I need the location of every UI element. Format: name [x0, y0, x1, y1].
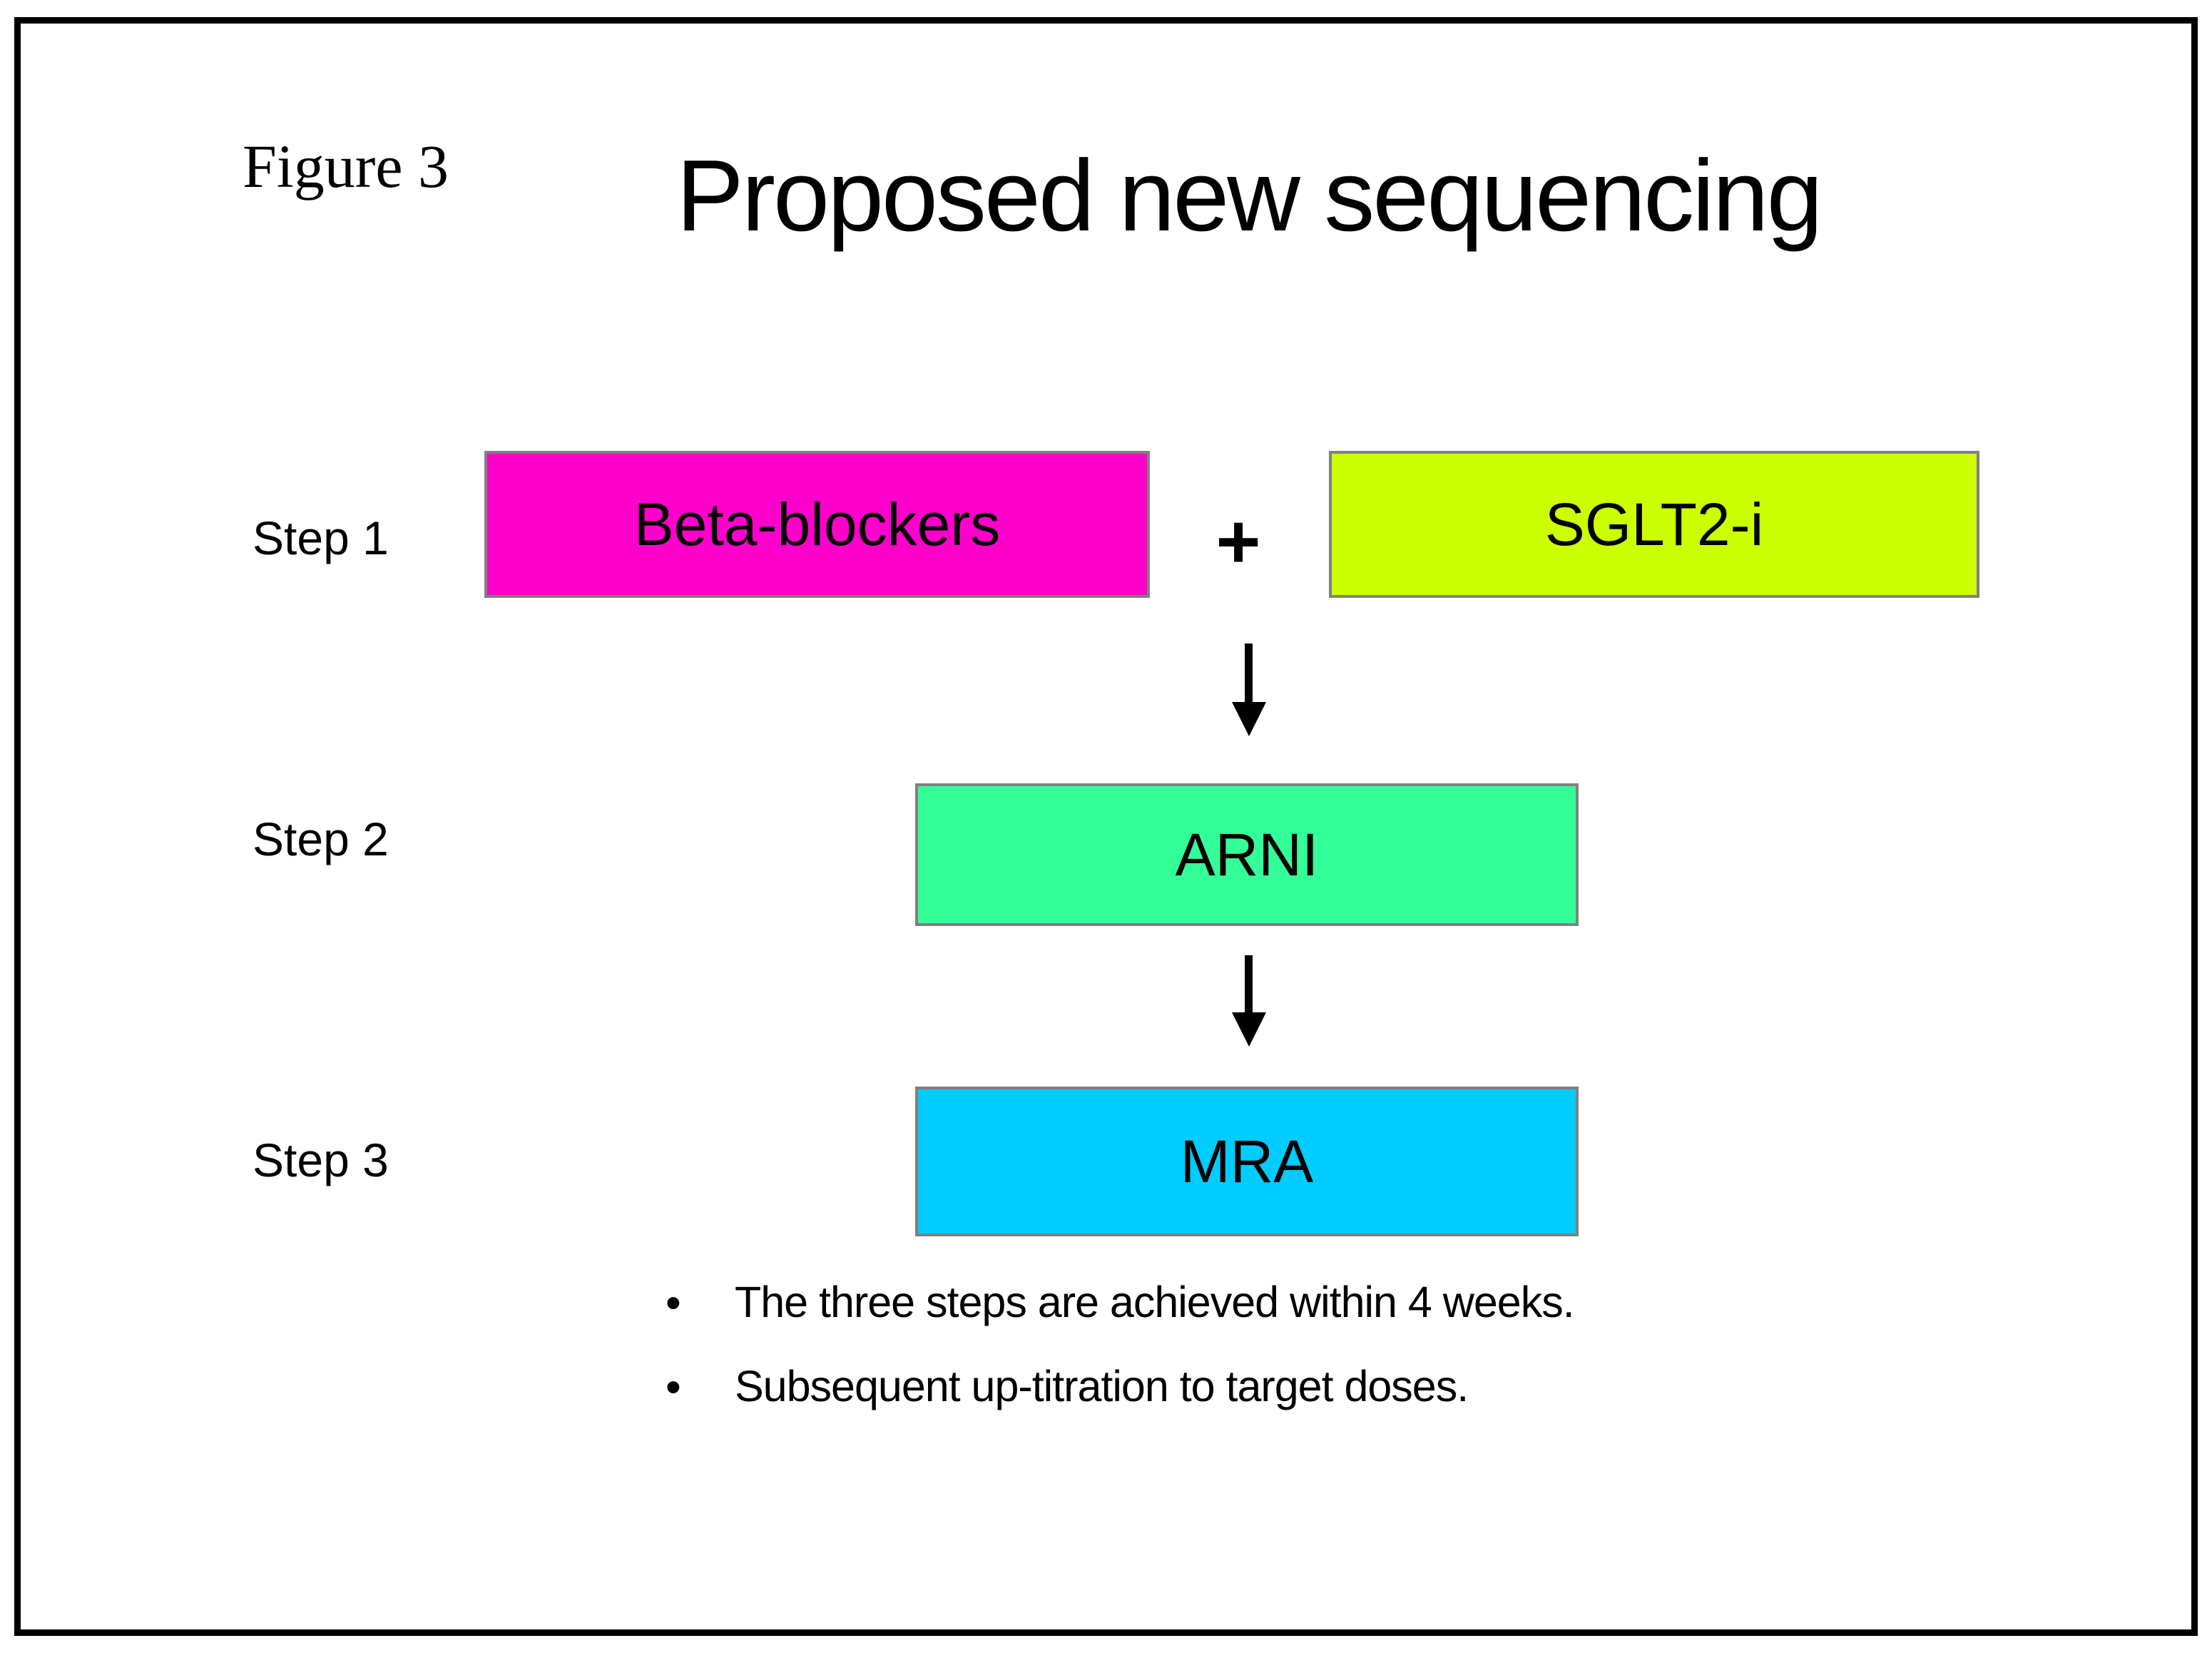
bullet-2-dot-icon: • — [666, 1363, 681, 1412]
sglt2i-box-label: SGLT2-i — [1544, 490, 1764, 558]
down-arrow-1-head-icon — [1232, 702, 1266, 736]
beta-blockers-box: Beta-blockers — [484, 451, 1150, 598]
page-title: Proposed new sequencing — [676, 139, 1823, 253]
arni-box: ARNI — [915, 783, 1579, 926]
bullet-1-dot-icon: • — [666, 1278, 681, 1328]
mra-box: MRA — [915, 1087, 1579, 1236]
page-border-frame — [14, 17, 2198, 1636]
plus-connector: + — [1215, 497, 1261, 584]
mra-box-label: MRA — [1180, 1127, 1314, 1195]
bullet-2-text: Subsequent up-titration to target doses. — [735, 1362, 1469, 1410]
sglt2i-box: SGLT2-i — [1329, 451, 1979, 598]
bullet-1-text: The three steps are achieved within 4 we… — [735, 1278, 1575, 1326]
step-3-label: Step 3 — [253, 1134, 389, 1186]
down-arrow-1-shaft — [1245, 644, 1253, 705]
arni-box-label: ARNI — [1175, 820, 1319, 888]
beta-blockers-box-label: Beta-blockers — [633, 490, 1001, 558]
down-arrow-2-head-icon — [1232, 1012, 1266, 1047]
step-2-label: Step 2 — [253, 813, 389, 865]
down-arrow-2-shaft — [1245, 955, 1253, 1015]
figure-number-label: Figure 3 — [243, 132, 449, 200]
step-1-label: Step 1 — [253, 512, 389, 564]
